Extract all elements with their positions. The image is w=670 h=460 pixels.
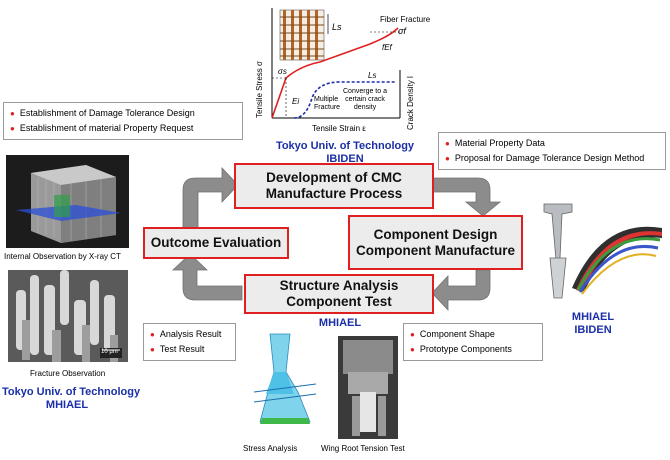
wing-root-test-image bbox=[338, 336, 398, 439]
org-left-line-2: MHIAEL bbox=[45, 399, 89, 411]
box-develop-line-1: Development of CMC bbox=[266, 170, 402, 185]
box-develop-cmc: Development of CMC Manufacture Process bbox=[234, 163, 434, 209]
note-item: Prototype Components bbox=[419, 344, 512, 354]
label-ls-top: Ls bbox=[332, 22, 342, 32]
label-sigma-f: σf bbox=[398, 26, 407, 36]
xray-ct-image bbox=[6, 155, 129, 248]
box-structure-analysis: Structure Analysis Component Test bbox=[244, 274, 434, 314]
org-right-line-1: MHIAEL bbox=[571, 311, 615, 323]
org-left-line-1: Tokyo Univ. of Technology bbox=[2, 386, 141, 398]
box-design-line-2: Component Manufacture bbox=[355, 242, 515, 258]
label-converge-3: density bbox=[354, 104, 377, 111]
note-item: Material Property Data bbox=[454, 138, 545, 148]
caption-xray: Internal Observation by X-ray CT bbox=[4, 252, 121, 261]
arrow-to-develop bbox=[182, 166, 239, 229]
org-top: Tokyo Univ. of Technology IBIDEN bbox=[260, 140, 430, 166]
note-item: Test Result bbox=[159, 344, 205, 354]
box-outcome-evaluation: Outcome Evaluation bbox=[143, 227, 289, 259]
note-item: Analysis Result bbox=[159, 329, 222, 339]
org-top-line-2: IBIDEN bbox=[326, 153, 364, 165]
note-item: Component Shape bbox=[419, 329, 495, 339]
org-right: MHIAEL IBIDEN bbox=[538, 311, 648, 337]
box-outcome-label: Outcome Evaluation bbox=[150, 235, 282, 250]
label-sigma-s: σs bbox=[278, 67, 287, 76]
label-converge-2: certain crack bbox=[345, 96, 385, 103]
label-ei: Ei bbox=[292, 97, 299, 106]
note-bottom-left: ●Analysis Result ●Test Result bbox=[143, 323, 236, 361]
org-top-line-1: Tokyo Univ. of Technology bbox=[275, 140, 415, 152]
arrow-to-design bbox=[432, 177, 502, 217]
y-axis-left-label: Tensile Stress σ bbox=[255, 61, 264, 118]
caption-wing: Wing Root Tension Test bbox=[321, 444, 405, 453]
x-axis-label: Tensile Strain ε bbox=[312, 124, 366, 133]
box-develop-line-2: Manufacture Process bbox=[265, 186, 403, 201]
box-structure-line-1: Structure Analysis bbox=[279, 278, 399, 293]
label-fiber-fracture: Fiber Fracture bbox=[380, 15, 431, 24]
stress-curve bbox=[271, 27, 399, 119]
fracture-image: 10 μm bbox=[8, 270, 128, 362]
box-structure-line-2: Component Test bbox=[286, 294, 392, 309]
note-bottom-right: ●Component Shape ●Prototype Components bbox=[403, 323, 543, 361]
note-item: Establishment of Damage Tolerance Design bbox=[19, 108, 195, 118]
y-axis-right-label: Crack Density l bbox=[406, 76, 415, 130]
note-item: Proposal for Damage Tolerance Design Met… bbox=[454, 153, 645, 163]
box-design-line-1: Component Design bbox=[373, 226, 498, 242]
stress-strain-graph: Ls Fiber Fracture σf fEf σs Ei Ls Multip… bbox=[255, 8, 431, 133]
label-converge-1: Converge to a bbox=[343, 88, 387, 95]
note-item: Establishment of material Property Reque… bbox=[19, 123, 194, 133]
composite-schematic bbox=[279, 9, 329, 61]
turbine-blade-image bbox=[543, 203, 662, 299]
arrow-to-structure bbox=[431, 269, 491, 312]
box-component-design: Component Design Component Manufacture bbox=[348, 215, 523, 270]
stress-analysis-image bbox=[253, 333, 317, 424]
org-right-line-2: IBIDEN bbox=[574, 324, 612, 336]
label-f-ef: fEf bbox=[382, 43, 393, 52]
scale-bar-label: 10 μm bbox=[101, 349, 118, 355]
label-fracture: Fracture bbox=[314, 104, 340, 111]
org-middle: MHIAEL bbox=[318, 317, 362, 329]
note-top-right: ●Material Property Data ●Proposal for Da… bbox=[438, 132, 666, 170]
arrow-to-outcome bbox=[171, 253, 243, 301]
caption-fracture: Fracture Observation bbox=[30, 369, 106, 378]
label-multiple: Multiple bbox=[314, 96, 338, 103]
org-left: Tokyo Univ. of Technology MHIAEL bbox=[2, 386, 141, 412]
note-top-left: ●Establishment of Damage Tolerance Desig… bbox=[3, 102, 243, 140]
caption-stress: Stress Analysis bbox=[243, 444, 298, 453]
label-ls: Ls bbox=[368, 71, 376, 80]
crack-density-curve bbox=[293, 81, 396, 119]
